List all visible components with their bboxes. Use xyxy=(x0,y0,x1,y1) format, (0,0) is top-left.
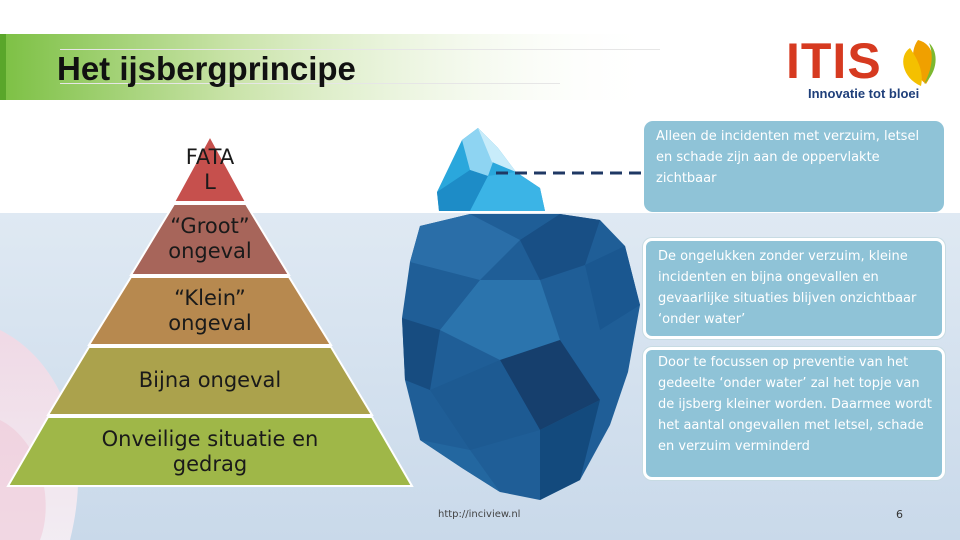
risk-pyramid xyxy=(6,133,414,487)
callout-box-visible: Alleen de incidenten met verzuim, letsel… xyxy=(644,121,944,212)
itis-leaf-icon xyxy=(903,40,936,86)
itis-logo-tagline: Innovatie tot bloei xyxy=(808,86,920,101)
itis-logo-text: ITIS xyxy=(786,33,882,89)
pyramid-label-onveilige-situatie: Onveilige situatie en gedrag xyxy=(0,427,420,477)
pyramid-label-line: Bijna ongeval xyxy=(138,368,282,392)
page-number: 6 xyxy=(896,508,903,521)
pyramid-label-line: gedrag xyxy=(172,452,248,476)
iceberg xyxy=(402,128,640,500)
slide-title: Het ijsbergprincipe xyxy=(57,50,356,87)
pyramid-label-line: Onveilige situatie en xyxy=(101,427,319,451)
pyramid-label-bijna-ongeval: Bijna ongeval xyxy=(0,368,420,393)
pyramid-label-line: “Groot” xyxy=(170,214,250,238)
footer-url: http://inciview.nl xyxy=(438,509,521,520)
pyramid-label-line: “Klein” xyxy=(174,286,246,310)
pyramid-label-line: FATA xyxy=(185,145,235,169)
pyramid-label-line: ongeval xyxy=(168,311,252,335)
callout-box-invisible: De ongelukken zonder verzuim, kleine inc… xyxy=(643,238,945,339)
pyramid-label-groot-ongeval: “Groot” ongeval xyxy=(0,214,420,264)
pyramid-label-line: ongeval xyxy=(168,239,252,263)
pyramid-label-fatal: FATA L xyxy=(0,145,420,195)
pyramid-label-line: L xyxy=(204,170,216,194)
callout-box-prevention: Door te focussen op preventie van het ge… xyxy=(643,347,945,480)
pyramid-label-klein-ongeval: “Klein” ongeval xyxy=(0,286,420,336)
